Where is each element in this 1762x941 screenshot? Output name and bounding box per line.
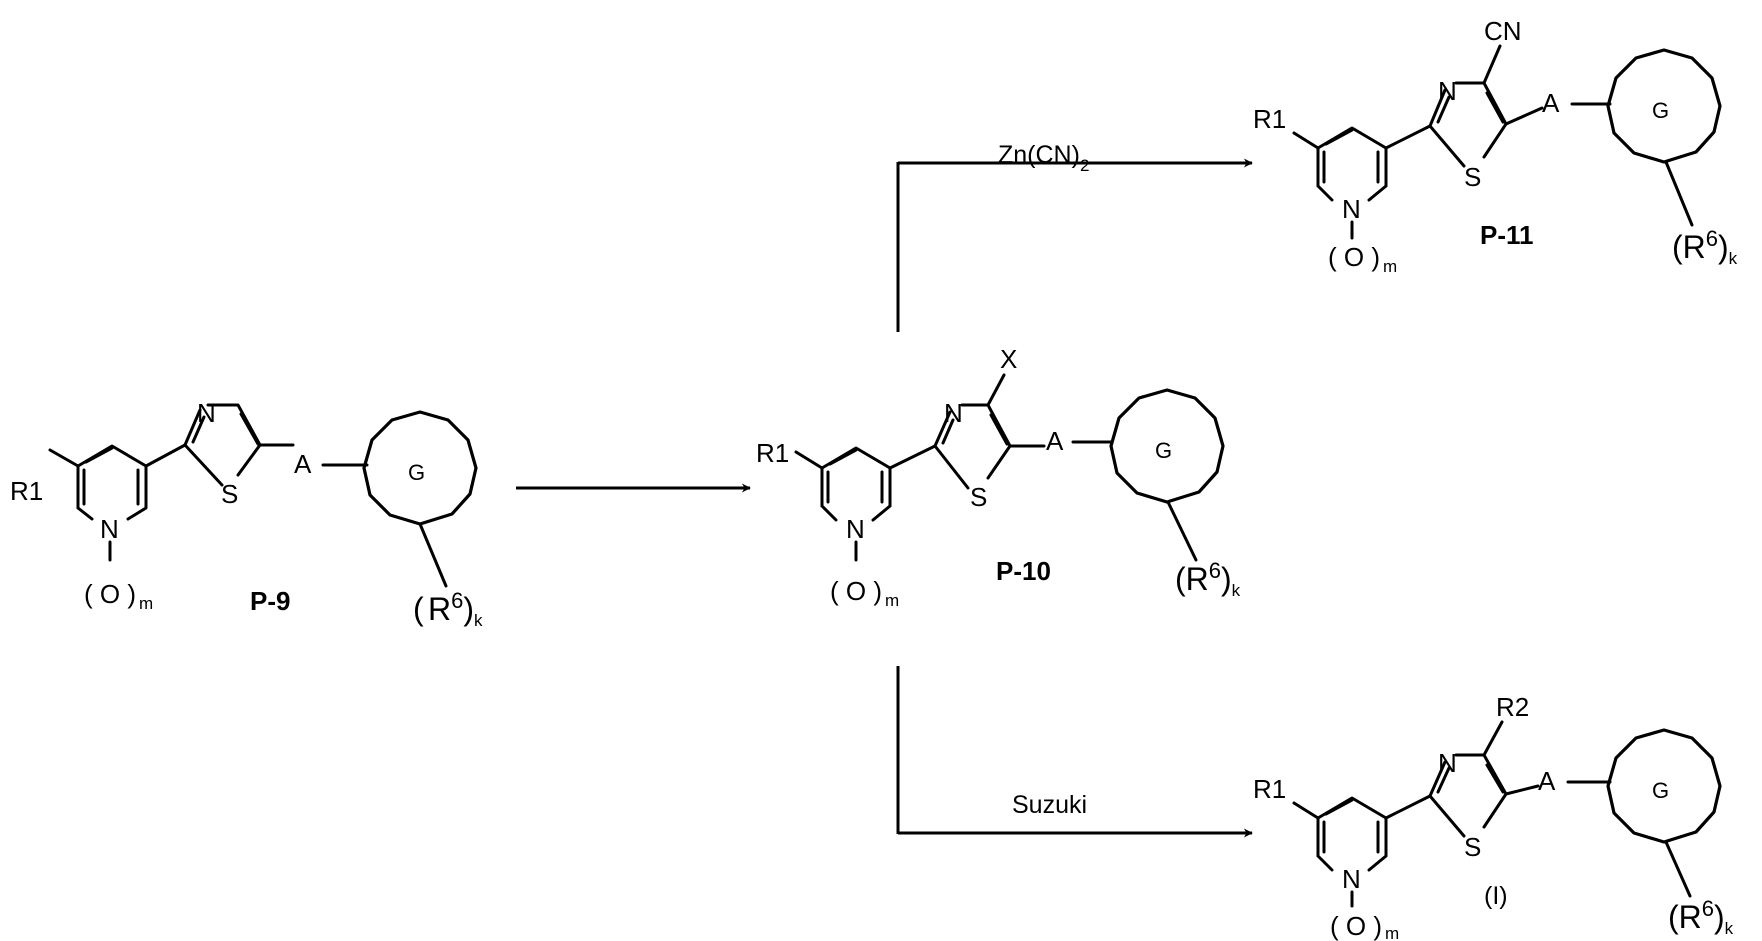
n-label: N [1438,748,1457,778]
a-label: A [1538,766,1556,796]
n-label: N [100,514,119,544]
n-label: N [1438,76,1457,106]
label-formula-i: (I) [1484,882,1508,910]
n-label: N [1342,194,1361,224]
reaction-arrows [516,162,1252,834]
r6k-label: R6)k [428,588,483,630]
a-label: A [1046,426,1064,456]
compound-p9: R1 N ( O )m N S A G R6)k ( P-9 [10,398,483,630]
reagent-suzuki: Suzuki [1012,791,1087,819]
reagent-zncn2: Zn(CN)2 [998,141,1089,175]
s-label: S [1464,162,1481,192]
r1-label: R1 [756,438,789,468]
n-label: N [846,514,865,544]
n-oxide-label: ( O )m [1330,911,1399,941]
s-label: S [970,482,987,512]
n-oxide-label: ( O )m [1328,242,1397,276]
a-label: A [1542,88,1560,118]
x-label: X [1000,344,1017,374]
n-label: N [197,398,216,428]
compound-p10: R1 N ( O )m N S X A G (R6)k P-10 [756,344,1241,610]
svg-text:(: ( [413,591,424,627]
label-p9: P-9 [250,586,290,616]
a-label: A [294,449,312,479]
r1-label: R1 [1253,104,1286,134]
r1-label: R1 [10,476,43,506]
n-oxide-label: ( O )m [830,576,899,610]
g-label: G [408,460,425,485]
r6k-label: (R6)k [1175,558,1241,600]
n-label: N [944,398,963,428]
label-p11: P-11 [1480,220,1534,250]
r6k-label: (R6)k [1668,896,1734,938]
s-label: S [221,479,238,509]
s-label: S [1464,832,1481,862]
r6k-label: (R6)k [1672,226,1738,268]
label-p10: P-10 [996,556,1051,586]
n-oxide-label: ( O )m [84,579,153,613]
g-label: G [1652,98,1669,123]
g-label: G [1652,778,1669,803]
compound-p11: R1 N ( O )m N S CN A G (R6)k P-11 [1253,16,1738,276]
r2-label: R2 [1496,692,1529,722]
n-label: N [1342,864,1361,894]
cn-label: CN [1484,16,1522,46]
g-label: G [1155,438,1172,463]
compound-i: R1 N ( O )m N S R2 A G (R6)k (I) [1253,692,1734,941]
r1-label: R1 [1253,774,1286,804]
